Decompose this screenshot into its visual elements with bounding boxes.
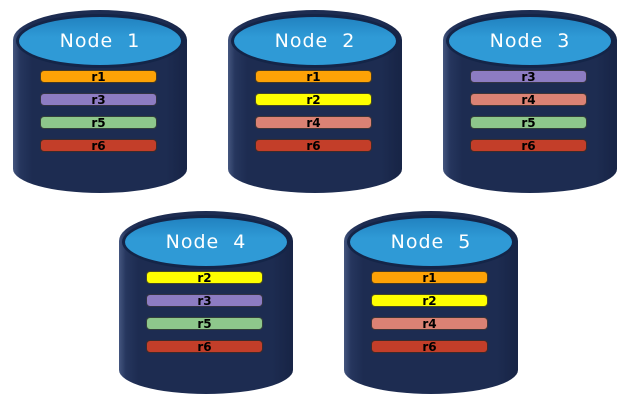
replica-bar: r5 bbox=[146, 317, 263, 330]
replica-bar: r2 bbox=[146, 271, 263, 284]
replica-label: r3 bbox=[521, 69, 536, 84]
replica-bar: r5 bbox=[40, 116, 157, 129]
replica-bar: r4 bbox=[371, 317, 488, 330]
node-title: Node 1 bbox=[59, 29, 141, 52]
replica-bars: r3 r4 r5 r6 bbox=[470, 70, 587, 162]
replica-label: r6 bbox=[306, 138, 321, 153]
replica-bar: r3 bbox=[40, 93, 157, 106]
replica-bars: r1 r3 r5 r6 bbox=[40, 70, 157, 162]
replica-bar: r2 bbox=[371, 294, 488, 307]
replica-label: r3 bbox=[91, 92, 106, 107]
replica-bar: r4 bbox=[255, 116, 372, 129]
replica-label: r6 bbox=[91, 138, 106, 153]
replica-bar: r6 bbox=[255, 139, 372, 152]
node-1-cylinder: Node 1 r1 r3 r5 r6 bbox=[13, 10, 187, 193]
replica-label: r1 bbox=[422, 270, 437, 285]
replica-bar: r1 bbox=[255, 70, 372, 83]
replica-label: r6 bbox=[521, 138, 536, 153]
replica-label: r2 bbox=[306, 92, 321, 107]
node-3-cylinder: Node 3 r3 r4 r5 r6 bbox=[443, 10, 617, 193]
replica-label: r6 bbox=[197, 339, 212, 354]
replica-label: r4 bbox=[422, 316, 437, 331]
replica-bar: r1 bbox=[371, 271, 488, 284]
database-cylinder-top: Node 4 bbox=[122, 215, 290, 269]
node-title: Node 5 bbox=[390, 230, 472, 253]
database-cylinder-top: Node 2 bbox=[231, 14, 399, 68]
replica-label: r5 bbox=[91, 115, 106, 130]
node-title: Node 2 bbox=[274, 29, 356, 52]
replica-bar: r1 bbox=[40, 70, 157, 83]
node-4-cylinder: Node 4 r2 r3 r5 r6 bbox=[119, 211, 293, 394]
replica-bar: r6 bbox=[40, 139, 157, 152]
node-title: Node 4 bbox=[165, 230, 247, 253]
replica-label: r4 bbox=[306, 115, 321, 130]
node-title: Node 3 bbox=[489, 29, 571, 52]
replica-bar: r4 bbox=[470, 93, 587, 106]
replica-bar: r6 bbox=[146, 340, 263, 353]
replica-label: r2 bbox=[197, 270, 212, 285]
replica-bars: r1 r2 r4 r6 bbox=[255, 70, 372, 162]
node-2-cylinder: Node 2 r1 r2 r4 r6 bbox=[228, 10, 402, 193]
replica-bar: r5 bbox=[470, 116, 587, 129]
database-cylinder-top: Node 3 bbox=[446, 14, 614, 68]
replica-label: r2 bbox=[422, 293, 437, 308]
replica-bar: r2 bbox=[255, 93, 372, 106]
database-cylinder-top: Node 1 bbox=[16, 14, 184, 68]
replica-bars: r2 r3 r5 r6 bbox=[146, 271, 263, 363]
replica-label: r6 bbox=[422, 339, 437, 354]
replica-label: r1 bbox=[91, 69, 106, 84]
replica-bar: r3 bbox=[146, 294, 263, 307]
replica-bar: r6 bbox=[470, 139, 587, 152]
replica-label: r5 bbox=[197, 316, 212, 331]
node-5-cylinder: Node 5 r1 r2 r4 r6 bbox=[344, 211, 518, 394]
replica-label: r1 bbox=[306, 69, 321, 84]
replica-label: r4 bbox=[521, 92, 536, 107]
replica-bars: r1 r2 r4 r6 bbox=[371, 271, 488, 363]
replica-label: r3 bbox=[197, 293, 212, 308]
replica-label: r5 bbox=[521, 115, 536, 130]
replica-bar: r3 bbox=[470, 70, 587, 83]
database-cylinder-top: Node 5 bbox=[347, 215, 515, 269]
replica-bar: r6 bbox=[371, 340, 488, 353]
